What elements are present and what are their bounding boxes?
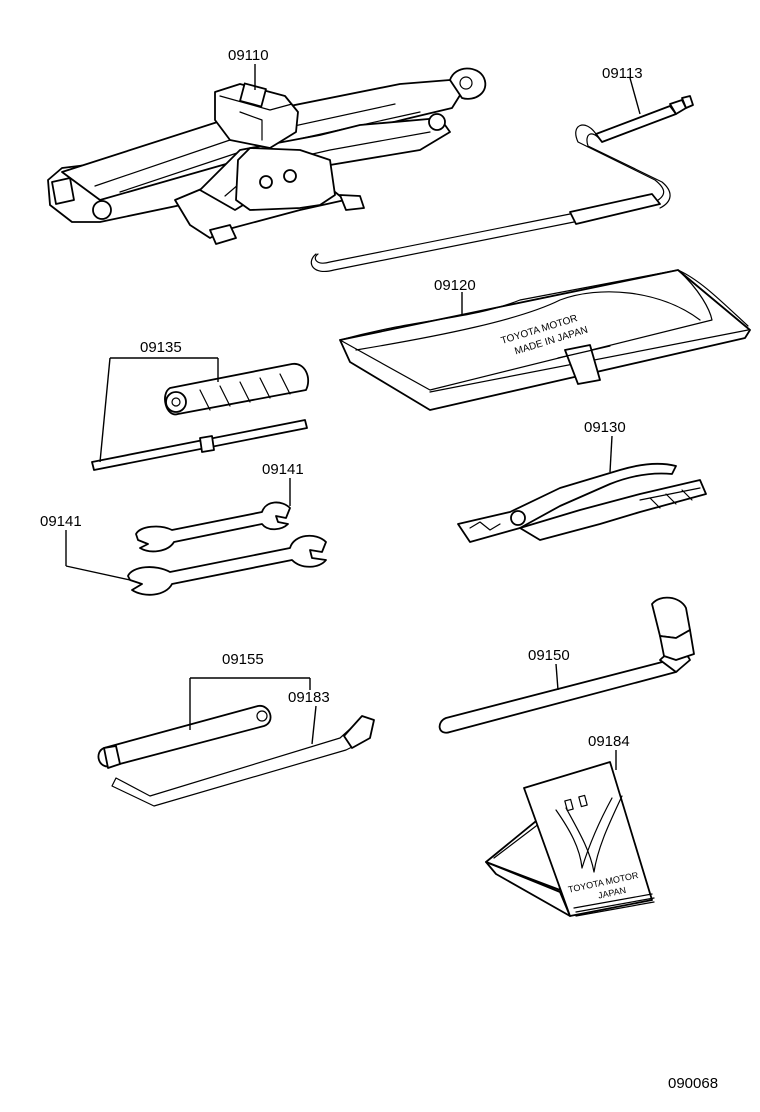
label-tool-bag: 09120 [434, 277, 476, 294]
pliers: 09130 [457, 419, 707, 543]
jack-handle: 09113 [310, 65, 694, 272]
plug-wrench: 09155 [97, 651, 311, 769]
label-jack: 09110 [228, 47, 269, 64]
label-jack-handle: 09113 [602, 65, 643, 82]
label-wheel-chock: 09184 [588, 733, 630, 750]
label-wrench-lower: 09141 [40, 513, 82, 530]
label-lug-wrench: 09150 [528, 647, 570, 664]
scissor-jack: 09110 [47, 47, 487, 245]
figure-number: 090068 [668, 1075, 718, 1092]
lug-wrench: 09150 [438, 596, 695, 734]
handle-rod: 09183 [111, 689, 375, 807]
label-pliers: 09130 [584, 419, 626, 436]
tool-bag: TOYOTA MOTOR MADE IN JAPAN 09120 [339, 269, 751, 411]
label-plug-wrench: 09155 [222, 651, 264, 668]
wrench-upper: 09141 [135, 461, 304, 553]
label-wrench-upper: 09141 [262, 461, 304, 478]
screwdriver: 09135 [91, 339, 310, 471]
label-handle-rod: 09183 [288, 689, 330, 706]
wheel-chock: TOYOTA MOTOR JAPAN 09184 [485, 733, 655, 917]
label-screwdriver: 09135 [140, 339, 182, 356]
wrench-lower: 09141 [40, 513, 327, 596]
